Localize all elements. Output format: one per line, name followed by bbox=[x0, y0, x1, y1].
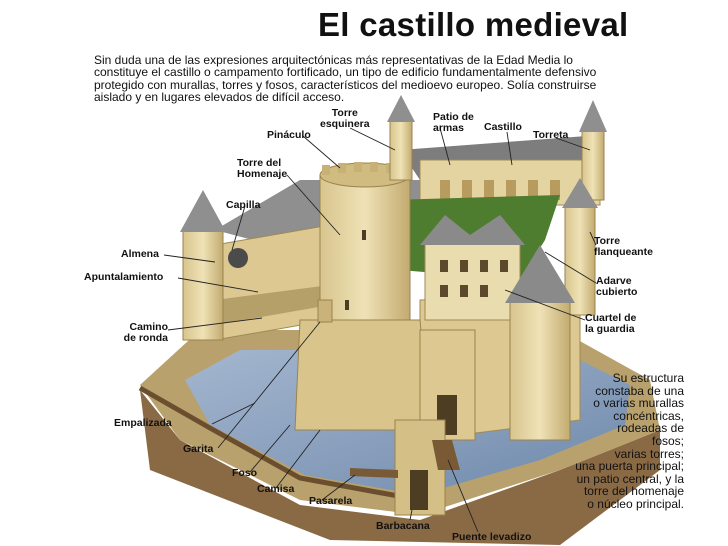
label-line: Pináculo bbox=[267, 129, 311, 141]
intro-line: constituye el castillo o campamento fort… bbox=[94, 65, 597, 80]
summary-line: una puerta principal; bbox=[575, 459, 684, 474]
label-line: Camino bbox=[129, 321, 168, 333]
label-line: Capilla bbox=[226, 199, 261, 211]
label-cuartel-guardia: Cuartel de la guardia bbox=[585, 313, 636, 335]
label-camisa: Camisa bbox=[257, 484, 294, 495]
chapel-rose-window bbox=[228, 248, 248, 268]
label-line: de ronda bbox=[123, 332, 168, 344]
label-line: Empalizada bbox=[114, 417, 172, 429]
label-line: flanqueante bbox=[594, 246, 653, 258]
label-almena: Almena bbox=[121, 249, 159, 260]
label-line: armas bbox=[433, 122, 464, 134]
label-line: la guardia bbox=[585, 323, 635, 335]
earth-ground bbox=[140, 390, 660, 545]
label-line: Pasarela bbox=[309, 495, 353, 507]
summary-line: un patio central, y la bbox=[576, 471, 684, 486]
summary-line: concéntricas, bbox=[613, 408, 684, 423]
summary-line: fosos; bbox=[651, 433, 684, 448]
drawbridge bbox=[432, 440, 460, 470]
watch-turret bbox=[317, 299, 333, 323]
leader-lines bbox=[163, 127, 597, 533]
label-line: Torre bbox=[594, 235, 621, 247]
label-line: cubierto bbox=[596, 286, 638, 298]
page-title: El castillo medieval bbox=[318, 6, 629, 43]
label-puente-levadizo: Puente levadizo bbox=[452, 532, 531, 543]
palisade-fence bbox=[138, 385, 421, 503]
label-patio-de-armas: Patio de armas bbox=[433, 112, 474, 134]
intro-line: Sin duda una de las expresiones arquitec… bbox=[94, 53, 573, 67]
label-empalizada: Empalizada bbox=[114, 418, 172, 429]
front-right-tower-cone bbox=[505, 245, 575, 303]
left-wall-walk bbox=[215, 285, 330, 325]
barracks-windows bbox=[440, 260, 508, 297]
corner-tower bbox=[389, 119, 413, 181]
label-line: Puente levadizo bbox=[452, 531, 532, 543]
label-apuntalamiento: Apuntalamiento bbox=[84, 272, 163, 283]
footbridge bbox=[350, 468, 398, 478]
label-capilla: Capilla bbox=[226, 200, 260, 211]
summary-line: rodeadas de bbox=[617, 421, 684, 436]
label-line: Homenaje bbox=[237, 168, 288, 180]
barracks-roof bbox=[420, 215, 525, 245]
corner-tower-cone bbox=[387, 95, 415, 122]
intro-line: aislado y en lugares elevados de difícil… bbox=[94, 90, 345, 105]
summary-line: Su estructura bbox=[612, 371, 684, 385]
front-right-tower bbox=[509, 299, 571, 441]
label-castillo: Castillo bbox=[484, 122, 522, 133]
label-adarve-cubierto: Adarve cubierto bbox=[596, 276, 637, 298]
label-pinaculo: Pináculo bbox=[267, 130, 311, 141]
label-torre-homenaje: Torre del Homenaje bbox=[237, 158, 287, 180]
label-line: Barbacana bbox=[376, 520, 430, 532]
label-garita: Garita bbox=[183, 444, 213, 455]
label-foso: Foso bbox=[232, 468, 257, 479]
label-line: esquinera bbox=[320, 118, 370, 130]
label-line: Camisa bbox=[257, 483, 295, 495]
summary-line: varias torres; bbox=[614, 446, 684, 461]
label-torre-flanqueante: Torre flanqueante bbox=[594, 236, 653, 258]
label-line: Castillo bbox=[484, 121, 522, 133]
summary-line: constaba de una bbox=[595, 383, 684, 398]
label-torre-esquinera: Torre esquinera bbox=[320, 108, 370, 130]
label-barbacana: Barbacana bbox=[376, 521, 430, 532]
flanking-tower-cone bbox=[562, 178, 598, 208]
rear-turret-cone bbox=[579, 100, 607, 132]
barbican-opening bbox=[410, 470, 428, 510]
intro-paragraph: Sin duda una de las expresiones arquitec… bbox=[94, 54, 684, 104]
summary-line: o varias murallas bbox=[593, 396, 684, 411]
label-line: Almena bbox=[121, 248, 159, 260]
label-pasarela: Pasarela bbox=[309, 496, 352, 507]
summary-line: torre del homenaje bbox=[583, 484, 684, 499]
label-line: Torreta bbox=[533, 129, 569, 141]
label-torreta: Torreta bbox=[533, 130, 568, 141]
label-line: Adarve bbox=[596, 275, 632, 287]
label-line: Foso bbox=[232, 467, 258, 479]
summary-line: o núcleo principal. bbox=[587, 496, 684, 511]
label-line: Apuntalamiento bbox=[84, 271, 164, 283]
rear-arches bbox=[440, 180, 560, 200]
label-line: Patio de bbox=[433, 111, 474, 123]
keep-base bbox=[294, 319, 431, 431]
label-camino-ronda: Camino de ronda bbox=[112, 322, 168, 344]
label-line: Torre bbox=[331, 107, 358, 119]
label-line: Torre del bbox=[237, 157, 282, 169]
left-tower-cone bbox=[180, 190, 226, 232]
guard-barracks bbox=[424, 239, 521, 321]
intro-line: protegido con murallas, torres y fosos, … bbox=[94, 77, 597, 92]
summary-paragraph: Su estructura constaba de una o varias m… bbox=[548, 372, 684, 511]
label-line: Garita bbox=[183, 443, 214, 455]
label-line: Cuartel de bbox=[585, 312, 637, 324]
